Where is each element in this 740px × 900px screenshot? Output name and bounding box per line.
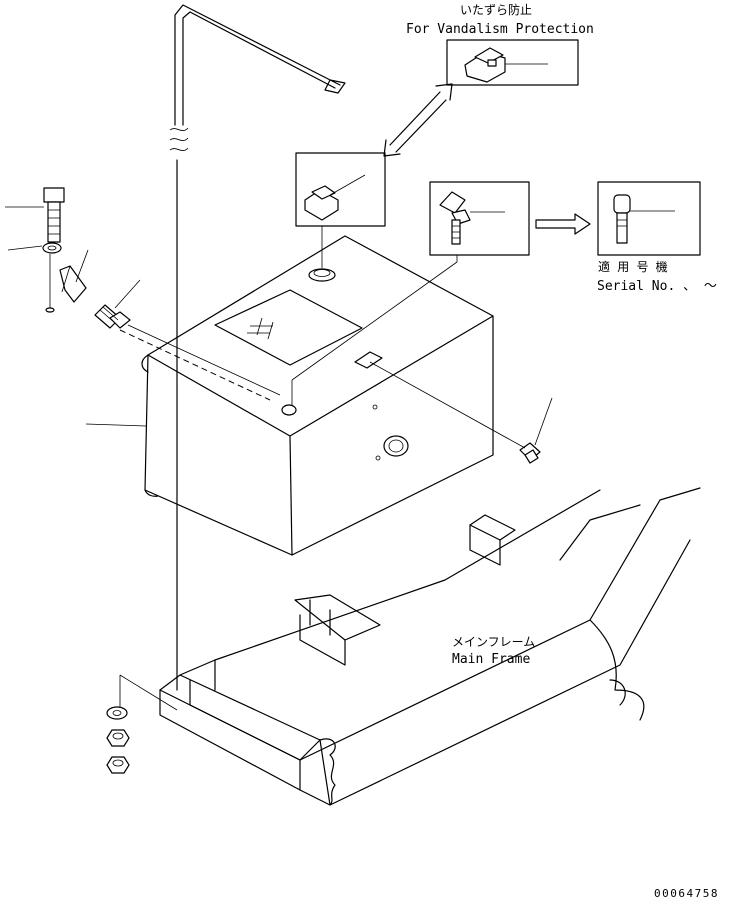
bracket-leader: [119, 674, 178, 715]
sensor-box: [597, 181, 701, 256]
vandalism-box: [446, 39, 579, 86]
nut-icon-2: [106, 756, 130, 774]
vandalism-label-en: For Vandalism Protection: [406, 22, 594, 37]
drawing-number: 00064758: [654, 887, 719, 900]
sensor-icon: [613, 194, 631, 244]
vandalism-label-jp: いたずら防止: [460, 2, 532, 17]
straight-fitting-icon: [94, 304, 131, 329]
elbow-fitting-icon: [439, 191, 471, 245]
washer-icon: [42, 242, 62, 254]
locking-cap-icon: [464, 47, 506, 83]
clamp-icon: [45, 254, 87, 313]
main-frame: [159, 487, 701, 806]
bolt-icon: [43, 187, 65, 243]
rod-assembly: [169, 4, 346, 691]
serial-label-en: Serial No. 、 ～: [597, 279, 717, 294]
elbow-fitting-box: [291, 181, 530, 405]
mainframe-label-jp: メインフレーム: [452, 635, 535, 649]
cap-detail-box: [295, 152, 386, 268]
serial-label-jp: 適 用 号 機: [598, 259, 668, 274]
fuel-tank: [119, 235, 494, 556]
mainframe-label-en: Main Frame: [452, 652, 530, 667]
cap-icon: [304, 185, 339, 221]
arrow-right-icon: [535, 213, 591, 235]
nut-icon: [106, 729, 130, 747]
washer-icon-2: [106, 706, 128, 720]
double-arrow-icon: [383, 83, 453, 157]
plug-icon: [519, 442, 541, 464]
